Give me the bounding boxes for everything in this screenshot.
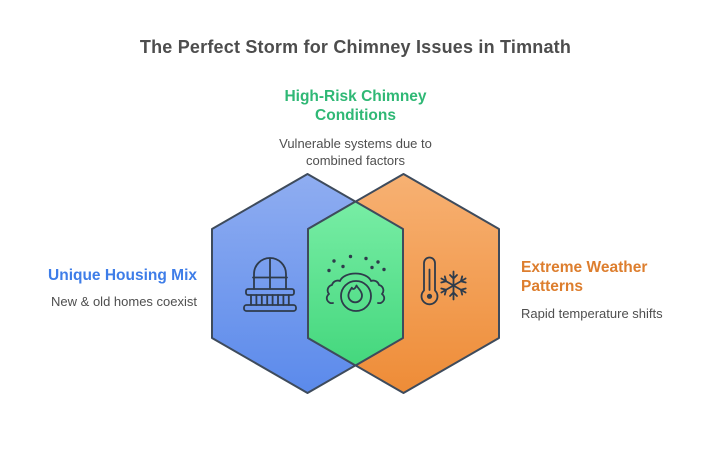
right-label-block: Extreme Weather Patterns Rapid temperatu… (521, 258, 663, 322)
center-heading-line-2: Conditions (315, 107, 396, 124)
center-subtitle-line-1: Vulnerable systems due to (279, 136, 432, 151)
right-heading-line-1: Extreme Weather (521, 259, 648, 276)
center-heading-line-1: High-Risk Chimney (284, 88, 427, 105)
center-heading: High-Risk Chimney Conditions (0, 87, 711, 125)
right-heading: Extreme Weather Patterns (521, 258, 663, 296)
left-heading: Unique Housing Mix (48, 267, 197, 284)
right-subtitle: Rapid temperature shifts (521, 306, 663, 321)
left-label-block: Unique Housing Mix New & old homes coexi… (48, 266, 197, 310)
left-subtitle: New & old homes coexist (51, 294, 197, 309)
center-subtitle-line-2: combined factors (306, 153, 405, 168)
smoke-fire-icon (325, 254, 386, 312)
center-subtitle: Vulnerable systems due to combined facto… (0, 135, 711, 169)
thermometer-snowflake-icon (420, 256, 467, 306)
right-heading-line-2: Patterns (521, 278, 584, 295)
center-label-block: High-Risk Chimney Conditions Vulnerable … (0, 87, 711, 169)
page-title: The Perfect Storm for Chimney Issues in … (139, 37, 572, 57)
balcony-icon (243, 257, 297, 312)
